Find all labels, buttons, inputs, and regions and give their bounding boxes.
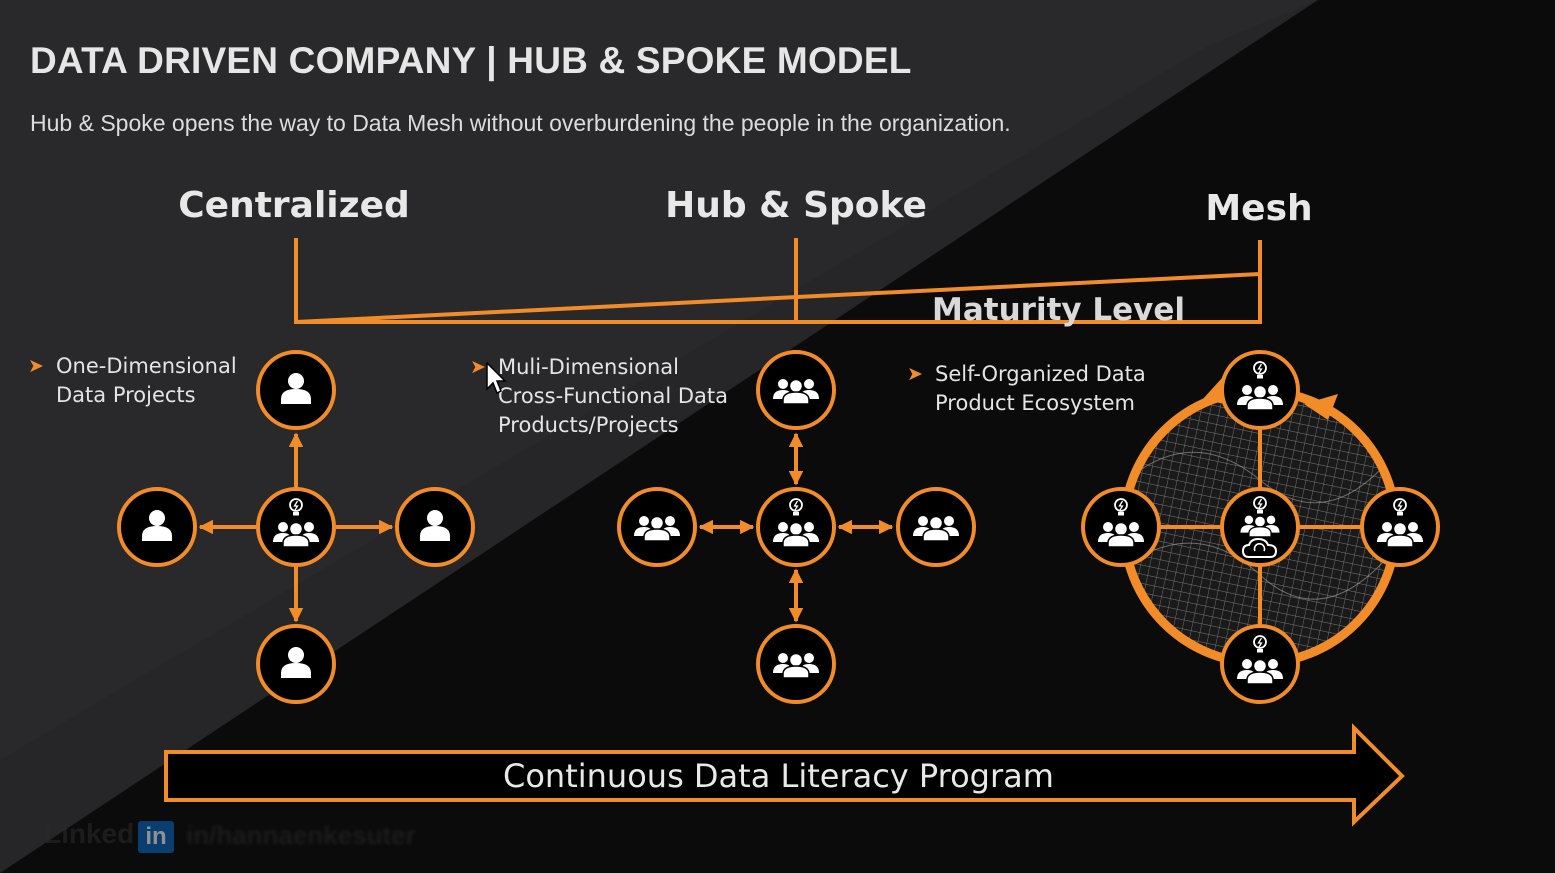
- bullet-line: One-Dimensional: [56, 354, 237, 378]
- maturity-ramp: [295, 272, 1261, 324]
- stage-label-hub-spoke: Hub & Spoke: [665, 185, 927, 226]
- bullet-mesh: Self-Organized Data Product Ecosystem: [935, 360, 1146, 418]
- slide-subtitle: Hub & Spoke opens the way to Data Mesh w…: [30, 110, 1011, 136]
- watermark-handle: in/hannaenkesuter: [186, 820, 416, 850]
- watermark-word: Linked: [44, 818, 135, 849]
- mesh-diagram: [1081, 350, 1440, 704]
- bullet-line: Self-Organized Data: [935, 362, 1146, 386]
- centralized-diagram: [117, 350, 475, 704]
- maturity-level-label: Maturity Level: [932, 292, 1186, 328]
- node-right: [1360, 487, 1440, 567]
- bullet-hub-spoke: Muli-Dimensional Cross-Functional Data P…: [498, 353, 728, 440]
- banner-arrow: [164, 723, 1405, 827]
- maturity-bracket: [294, 238, 1262, 324]
- mouse-cursor-icon: [486, 362, 507, 395]
- bullet-line: Products/Projects: [498, 413, 679, 437]
- stage-label-centralized: Centralized: [178, 185, 410, 226]
- bullet-chevron-icon: ➤: [28, 355, 44, 377]
- node-top: [756, 350, 836, 430]
- node-left: [1081, 487, 1161, 567]
- node-right: [896, 487, 976, 567]
- node-top: [256, 350, 336, 430]
- node-left: [117, 487, 197, 567]
- slide-title: DATA DRIVEN COMPANY | HUB & SPOKE MODEL: [30, 40, 912, 81]
- watermark: Linked in in/hannaenkesuter: [44, 818, 424, 854]
- bullet-chevron-icon: ➤: [907, 363, 923, 385]
- node-top: [1220, 350, 1300, 430]
- bullet-line: Data Projects: [56, 383, 196, 407]
- linkedin-logo-icon: in: [138, 821, 174, 853]
- bullet-line: Product Ecosystem: [935, 391, 1135, 415]
- node-bottom: [1220, 624, 1300, 704]
- background-wedge-highlight: [0, 0, 1318, 760]
- ring-arrow-top-left: [1202, 378, 1226, 404]
- bullet-centralized: One-Dimensional Data Projects: [56, 352, 237, 410]
- bullet-line: Muli-Dimensional: [498, 355, 680, 379]
- node-right: [395, 487, 475, 567]
- node-bottom: [256, 624, 336, 704]
- maturity-scale: [294, 238, 1262, 324]
- hub-node: [1220, 487, 1300, 567]
- cloud-sync-icon: [1241, 537, 1278, 558]
- hub-node: [756, 487, 836, 567]
- node-bottom: [756, 624, 836, 704]
- stage-label-mesh: Mesh: [1205, 188, 1313, 229]
- hub-spoke-diagram: [617, 350, 976, 704]
- hub-node: [256, 487, 336, 567]
- banner-label: Continuous Data Literacy Program: [503, 757, 1054, 795]
- ring-arrow-top-right: [1304, 394, 1338, 420]
- bullet-line: Cross-Functional Data: [498, 384, 728, 408]
- bullet-chevron-icon: ➤: [470, 356, 486, 378]
- node-left: [617, 487, 697, 567]
